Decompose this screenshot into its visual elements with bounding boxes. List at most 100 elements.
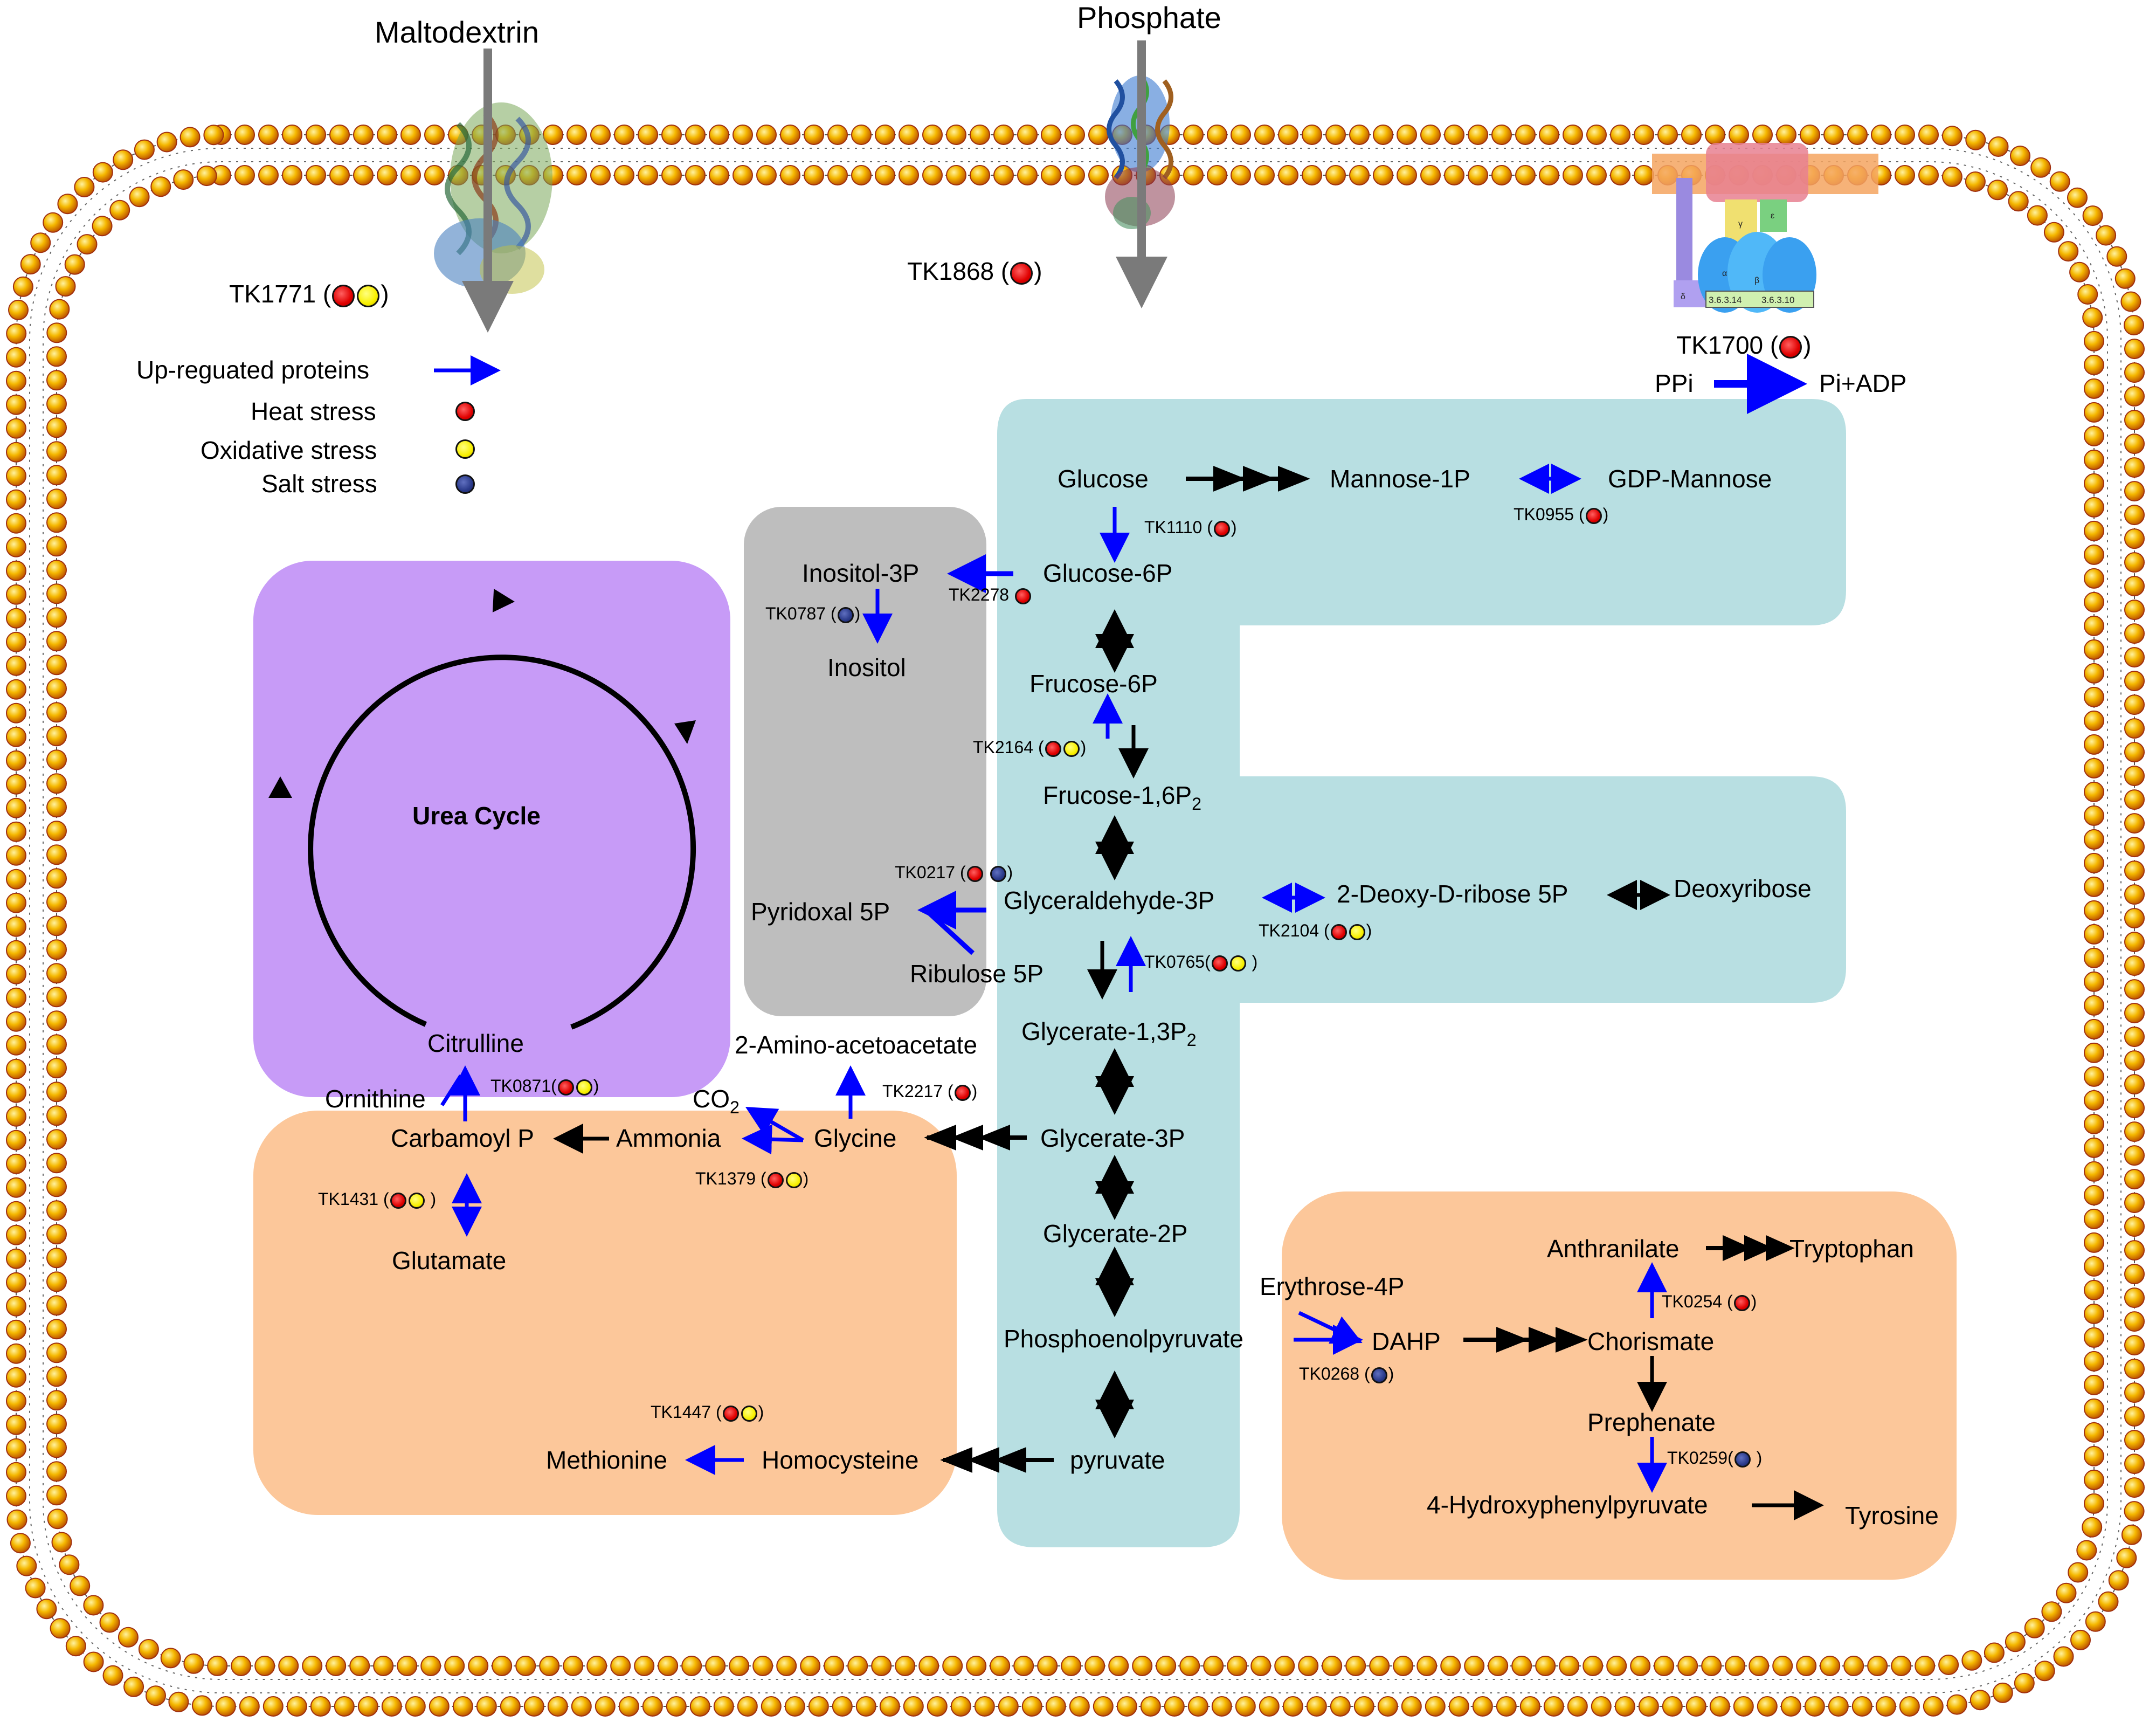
lipid-head (2034, 1661, 2055, 1682)
lipid-head (231, 1656, 252, 1676)
lipid-head (46, 655, 67, 676)
protein-label: TK0217 (895, 863, 956, 882)
fructose16p-label: Frucose-1,6P2 (1043, 783, 1201, 812)
lipid-head (2005, 1631, 2026, 1652)
heat-stress-dot (954, 1084, 971, 1101)
lipid-head (6, 679, 26, 700)
amino-acetoacetate-label: 2-Amino-acetoacetate (735, 1031, 978, 1059)
tk0217-entry: TK0217 ( ) (895, 864, 1013, 882)
tk1110-entry: TK1110 () (1144, 519, 1237, 537)
lipid-head (1183, 125, 1204, 145)
lipid-head (377, 165, 397, 185)
pyridoxal5p-label: Pyridoxal 5P (751, 898, 890, 926)
heat-stress-dot (1010, 261, 1033, 285)
lipid-head (2084, 615, 2104, 636)
lipid-head (46, 963, 67, 984)
lipid-head (2082, 307, 2103, 328)
glycerate2p-label: Glycerate-2P (1043, 1220, 1188, 1248)
lipid-head (1140, 1696, 1161, 1717)
tk0871-entry: TK0871() (490, 1077, 599, 1096)
lipid-head (1918, 125, 1939, 145)
lipid-head (827, 165, 848, 185)
glucose-label: Glucose (1058, 465, 1149, 493)
lipid-head (610, 1656, 631, 1676)
lipid-head (476, 1696, 497, 1717)
lipid-head (2084, 1042, 2104, 1063)
lipid-head (2056, 1582, 2077, 1603)
lipid-head (6, 631, 26, 652)
lipid-head (851, 165, 872, 185)
lipid-head (2084, 900, 2104, 921)
lipid-head (1013, 1656, 1034, 1676)
lipid-head (993, 125, 1014, 145)
tryptophan-label: Tryptophan (1789, 1235, 1914, 1263)
lipid-head (46, 939, 67, 960)
lipid-head (566, 125, 587, 145)
lipid-head (2124, 837, 2145, 858)
protein-label: TK1700 (1676, 331, 1764, 359)
lipid-head (851, 125, 872, 145)
legend-salt-label: Salt stress (261, 470, 377, 498)
lipid-head (1871, 125, 1891, 145)
lipid-head (713, 1696, 734, 1717)
protein-label: TK0955 (1514, 505, 1574, 524)
lipid-head (784, 1696, 805, 1717)
synthase-label-gamma: γ (1738, 219, 1743, 229)
lipid-head (800, 1656, 821, 1676)
lipid-head (1393, 1656, 1414, 1676)
lipid-head (1472, 1696, 1493, 1717)
lipid-head (827, 125, 848, 145)
heat-stress-dot (1585, 507, 1602, 524)
lipid-head (46, 1200, 67, 1221)
lipid-head (875, 165, 895, 185)
pyruvate-label: pyruvate (1070, 1446, 1165, 1474)
lipid-head (1606, 1656, 1627, 1676)
lipid-head (1065, 165, 1085, 185)
lipid-head (6, 821, 26, 842)
lipid-head (1729, 125, 1749, 145)
lipid-head (2124, 1121, 2145, 1142)
lipid-head (2124, 1287, 2145, 1308)
lipid-head (444, 1656, 465, 1676)
lipid-head (6, 489, 26, 510)
paren-open: ( (1578, 505, 1585, 524)
tk1771-entry: TK1771 () (229, 281, 389, 307)
lipid-head (993, 165, 1014, 185)
lipid-head (6, 1082, 26, 1103)
tk0955-entry: TK0955 () (1514, 506, 1608, 524)
lipid-head (2124, 1074, 2145, 1095)
heat-stress-dot (722, 1405, 739, 1422)
lipid-head (2049, 171, 2070, 192)
tk0765-entry: TK0765( ) (1144, 953, 1257, 972)
ribulose-to-pyridoxal-arrow (925, 909, 975, 955)
hpp-label: 4-Hydroxyphenylpyruvate (1427, 1491, 1708, 1519)
lipid-head (1772, 1656, 1793, 1676)
lipid-head (500, 1696, 521, 1717)
lipid-head (282, 125, 302, 145)
lipid-head (6, 1438, 26, 1459)
lipid-head (1563, 165, 1583, 185)
lipid-head (46, 797, 67, 818)
paren-close: ) (1007, 863, 1013, 882)
lipid-head (733, 125, 753, 145)
protein-label: TK2278 (949, 585, 1010, 604)
paren-open: ( (1726, 1292, 1733, 1311)
oxidative-stress-dot (1349, 924, 1365, 940)
lipid-head (468, 1656, 489, 1676)
lipid-head (43, 212, 64, 233)
lipid-head (1345, 1656, 1366, 1676)
lipid-head (1961, 1650, 1982, 1671)
lipid-head (879, 1696, 900, 1717)
glycerate13p-subscript: 2 (1186, 1030, 1197, 1050)
lipid-head (6, 1462, 26, 1483)
lipid-head (2124, 718, 2145, 739)
glycerate13p-text: Glycerate-1,3P (1021, 1017, 1187, 1045)
lipid-head (6, 584, 26, 605)
lipid-head (808, 1696, 829, 1717)
lipid-head (1701, 1656, 1722, 1676)
lipid-head (1941, 126, 1962, 147)
lipid-head (6, 1011, 26, 1032)
paren-close: ) (1388, 1364, 1394, 1383)
protein-label: TK0259 (1667, 1448, 1728, 1468)
